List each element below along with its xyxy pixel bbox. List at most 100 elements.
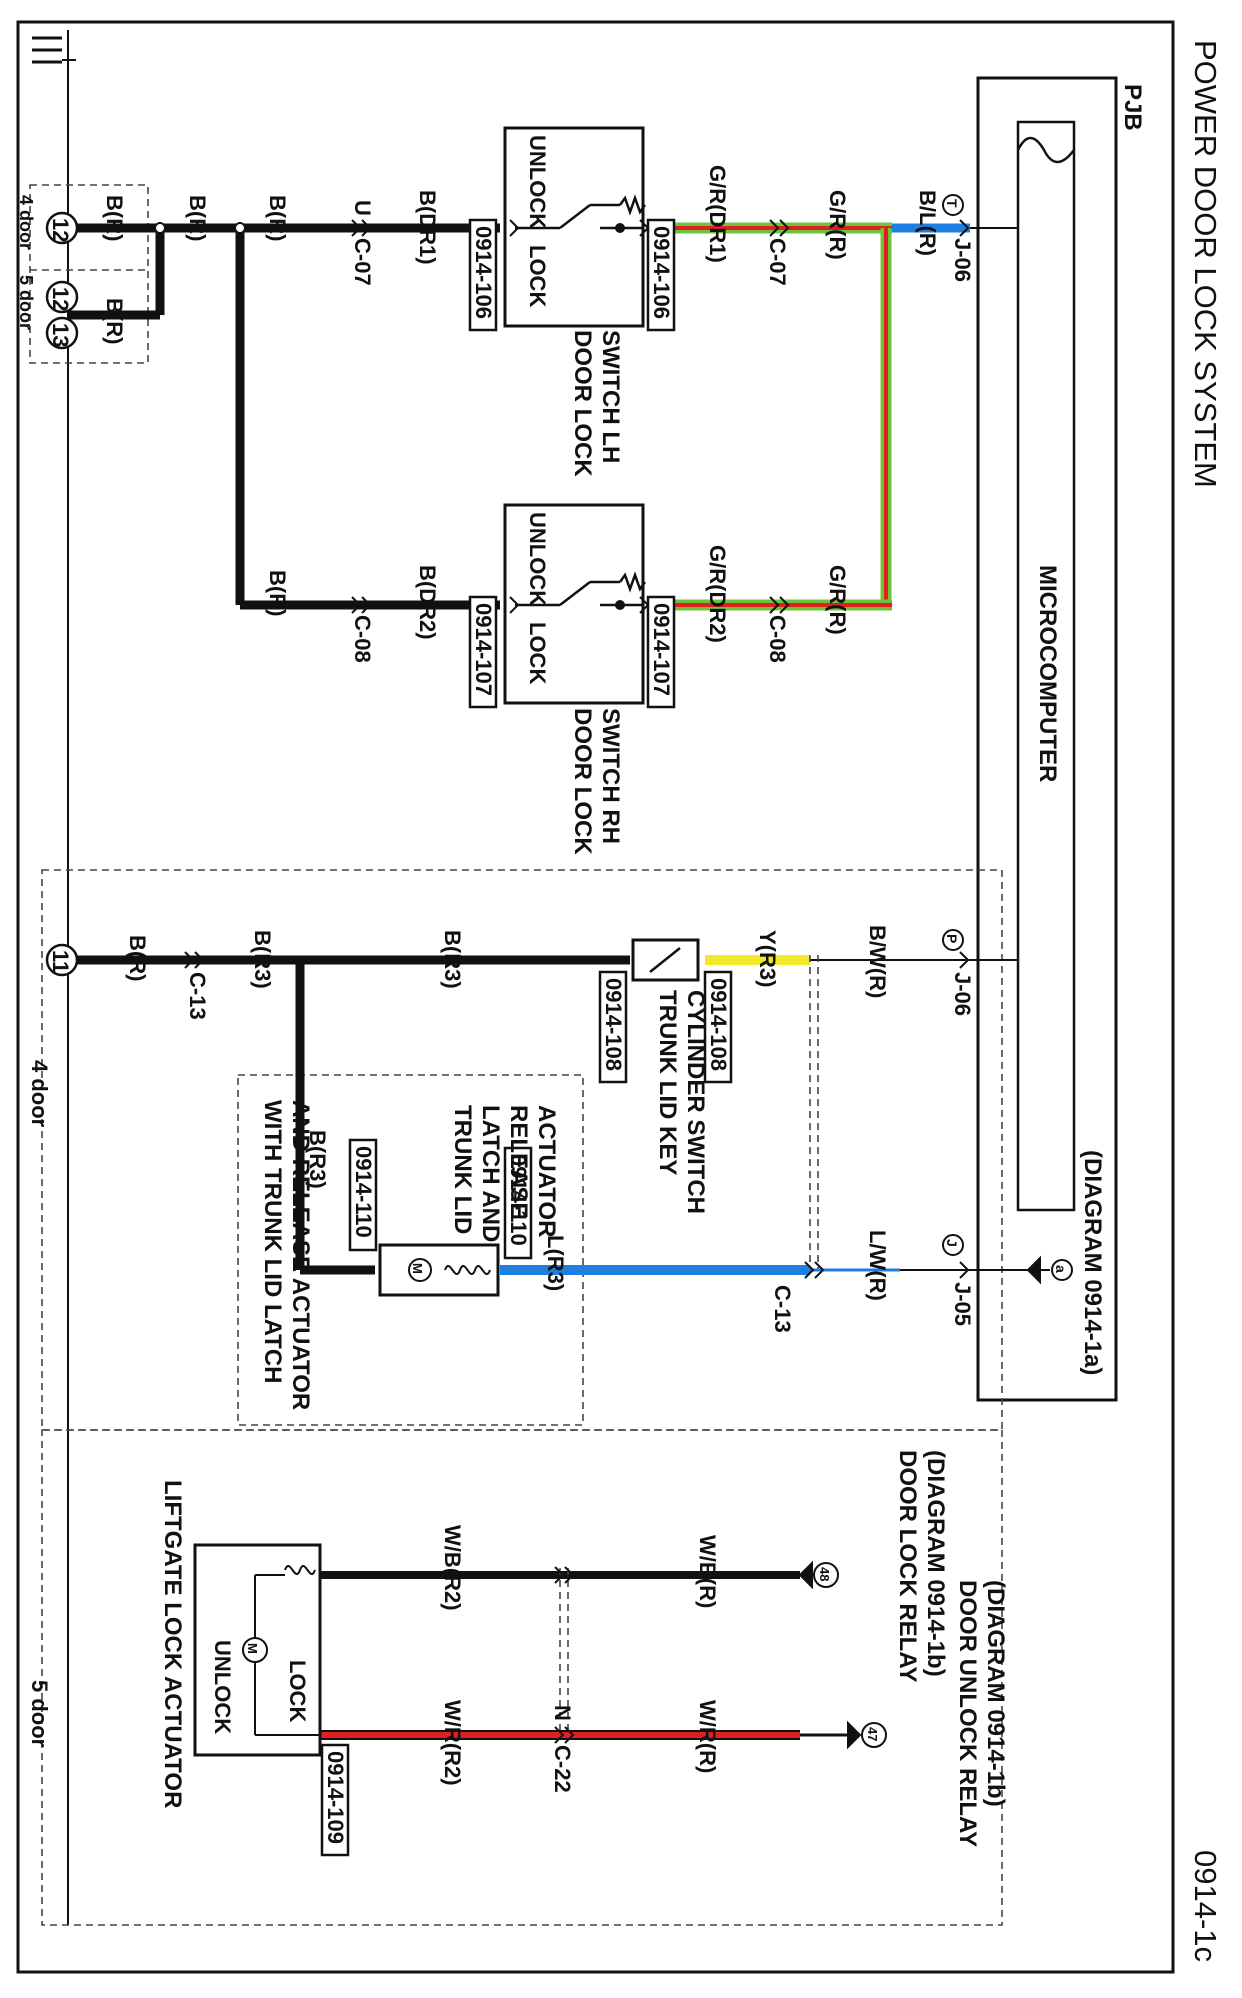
liftgate-coil — [284, 1565, 316, 1575]
splice-dot-b — [234, 222, 246, 234]
liftgate-conn — [320, 1743, 350, 1857]
page-border — [16, 20, 1175, 1974]
trunk-actuator-conn-b-label: 0914-110 — [351, 1146, 376, 1238]
liftgate-wire-wrr: W/R(R) — [695, 1700, 720, 1773]
unlock-relay-label: DOOR UNLOCK RELAY (DIAGRAM 0914-1b) — [954, 1580, 1009, 1853]
trunk-actuator-wire-lr3: L(R3) — [543, 1235, 568, 1291]
ref-a-arrow — [1018, 1255, 1050, 1285]
pjb-conn-j06-top: J-06 — [950, 238, 975, 282]
lh-name-line1: DOOR LOCK — [569, 330, 596, 477]
trunk-key-conn-b — [598, 970, 628, 1084]
lh-wire-grdr1: G/R(DR1) — [705, 165, 730, 263]
rh-unlock: UNLOCK — [525, 512, 550, 606]
ref-47: 47 — [865, 1727, 880, 1741]
ground-11: 11 — [48, 950, 73, 973]
rh-wire-br: B(R) — [265, 570, 290, 616]
trunk-wire-br3-c: B(R3) — [305, 1130, 330, 1189]
ground-11-circle — [45, 943, 79, 977]
microcomputer-wave — [1016, 136, 1075, 164]
ground-br-4: B(R) — [102, 298, 127, 344]
rh-c08-bot: C-08 — [350, 615, 375, 663]
pjb-conn-j05: J-05 — [950, 1282, 975, 1326]
trunk-key-name: TRUNK LID KEY CYLINDER SWITCH — [654, 990, 709, 1214]
region-trunk-actuator-option — [237, 1074, 584, 1426]
ref-47-arrow — [847, 1720, 862, 1750]
trunk-actuator-option-l2: AND RELEASE ACTUATOR — [287, 1100, 314, 1410]
trunk-actuator-conn-b — [348, 1138, 378, 1252]
lh-contact-dot — [615, 223, 625, 233]
ground-12a: 12 — [48, 218, 73, 242]
liftgate-unlock: UNLOCK — [210, 1640, 235, 1734]
trunk-key-switch-contact — [649, 947, 681, 973]
trunk-actuator-motor: M — [410, 1263, 425, 1274]
lh-name-line2: SWITCH LH — [597, 330, 624, 463]
ground-br-3: B(R) — [102, 195, 127, 241]
liftgate-motor: M — [245, 1643, 260, 1654]
lh-conn-a-label: 0914-106 — [471, 226, 496, 319]
ref-47-circle — [861, 1722, 887, 1748]
liftgate-c22: C-22 — [550, 1745, 575, 1793]
connector-chevrons — [184, 219, 970, 1744]
liftgate-wire-wrr2: W/R(R2) — [440, 1700, 465, 1786]
trunk-actuator-name-l4: ACTUATOR — [533, 1105, 560, 1237]
rh-name-line2: SWITCH RH — [597, 708, 624, 844]
trunk-actuator-option-l1: WITH TRUNK LID LATCH — [259, 1100, 286, 1384]
trunk-actuator-conn-a-label: 0914-110 — [506, 1154, 531, 1246]
lh-wire-grr: G/R(R) — [825, 190, 850, 260]
trunk-key-yellow-wire — [705, 955, 1018, 1270]
trunk-key-black-wire — [68, 955, 630, 1275]
door-lock-switch-lh-contacts — [515, 194, 647, 230]
ref-48-circle — [813, 1562, 839, 1588]
terminal-t-circle — [942, 194, 964, 216]
liftgate-name: LIFTGATE LOCK ACTUATOR — [159, 1480, 186, 1808]
rh-wire-grr: G/R(R) — [825, 565, 850, 635]
ground-5door: 5 door — [16, 275, 36, 330]
rh-conn-a-label: 0914-107 — [471, 603, 496, 696]
terminal-p: P — [944, 934, 960, 943]
trunk-key-name-l1: TRUNK LID KEY — [654, 990, 681, 1175]
trunk-actuator-c13: C-13 — [770, 1285, 795, 1333]
rh-wire-bdr2: B(DR2) — [415, 565, 440, 640]
region-ground-4-5door — [29, 184, 149, 364]
door-lock-switch-rh-name: DOOR LOCK SWITCH RH — [569, 708, 624, 861]
ground-4door-bottom: 4 door — [27, 1060, 52, 1128]
door-lock-switch-lh-name: DOOR LOCK SWITCH LH — [569, 330, 624, 483]
trunk-actuator-box — [378, 1243, 500, 1297]
trunk-actuator-coil — [444, 1265, 491, 1275]
lock-relay-label: DOOR LOCK RELAY (DIAGRAM 0914-1b) — [894, 1450, 949, 1689]
ground-branches — [68, 228, 245, 605]
microcomputer-label: MICROCOMPUTER — [1034, 565, 1061, 782]
trunk-actuator-option: WITH TRUNK LID LATCH AND RELEASE ACTUATO… — [259, 1100, 314, 1410]
page-title: POWER DOOR LOCK SYSTEM — [1188, 40, 1223, 488]
trunk-key-name-l2: CYLINDER SWITCH — [682, 990, 709, 1214]
terminal-j: J — [944, 1239, 960, 1247]
lh-conn-0914-106-b — [646, 218, 676, 332]
rh-conn-0914-107-b — [646, 595, 676, 709]
liftgate-lock: LOCK — [285, 1660, 310, 1722]
trunk-actuator-name-l1: TRUNK LID — [449, 1105, 476, 1234]
liftgate-conn-label: 0914-109 — [323, 1751, 348, 1844]
lh-c07-top: C-07 — [765, 238, 790, 286]
ground-br-2: B(R) — [185, 195, 210, 241]
ref-48: 48 — [817, 1567, 832, 1581]
ground-5door-bottom: 5 door — [27, 1680, 52, 1748]
region-4door — [41, 869, 1003, 1431]
trunk-actuator-name-l2: LATCH AND — [477, 1105, 504, 1242]
rh-c08-top: C-08 — [765, 615, 790, 663]
lh-unlock: UNLOCK — [525, 135, 550, 229]
trunk-actuator-motor-circle — [408, 1258, 432, 1282]
ref-a-circle — [1051, 1259, 1073, 1281]
lh-u-label: U — [350, 200, 375, 216]
trunk-key-conn-a — [703, 970, 733, 1084]
diagram-id: 0914-1c — [1188, 1850, 1223, 1962]
lock-relay-l1: DOOR LOCK RELAY — [894, 1450, 921, 1682]
trunk-wire-bwr: B/W(R) — [865, 925, 890, 998]
ref-48-arrow — [798, 1560, 813, 1590]
lh-wire-blr: B/L(R) — [915, 190, 940, 256]
trunk-wire-br3-a: B(R3) — [440, 930, 465, 989]
lh-conn-b-label: 0914-106 — [649, 226, 674, 319]
liftgate-wb-wire — [320, 1568, 800, 1735]
liftgate-wire-wbr: W/B(R) — [695, 1535, 720, 1608]
rh-name-line1: DOOR LOCK — [569, 708, 596, 855]
